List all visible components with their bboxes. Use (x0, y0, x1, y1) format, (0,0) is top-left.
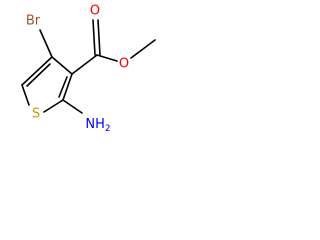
atom-nh2-subscript: 2 (105, 124, 111, 134)
atom-s-label: S (32, 107, 40, 122)
bond-c3-c2 (62, 73, 73, 101)
bond-carbonyl-o-ester (96, 54, 118, 62)
bond-carbonyl-o-double-a (92, 19, 96, 56)
atom-nh2-label: NH2 (85, 117, 110, 134)
bond-s-c5 (21, 84, 30, 106)
atom-nh2-main: NH (85, 117, 105, 132)
molecule-structure: Br O O S NH2 (21, 4, 156, 134)
bond-c5-c4-inner (26, 63, 51, 87)
bond-c2-s (43, 99, 64, 113)
bond-c4-c3 (51, 56, 73, 75)
bond-c3-carbonyl (71, 54, 98, 75)
atom-o-ester-label: O (119, 57, 129, 72)
bond-o-methyl (130, 39, 156, 59)
bond-carbonyl-o-double-b (97, 19, 101, 56)
bond-c2-n (62, 99, 83, 114)
bond-c4-br (39, 29, 53, 58)
bond-c3-c2-inner (58, 76, 68, 98)
atom-br-label: Br (26, 14, 41, 29)
atom-o-carbonyl-label: O (90, 4, 100, 19)
bond-c5-c4 (21, 56, 53, 86)
